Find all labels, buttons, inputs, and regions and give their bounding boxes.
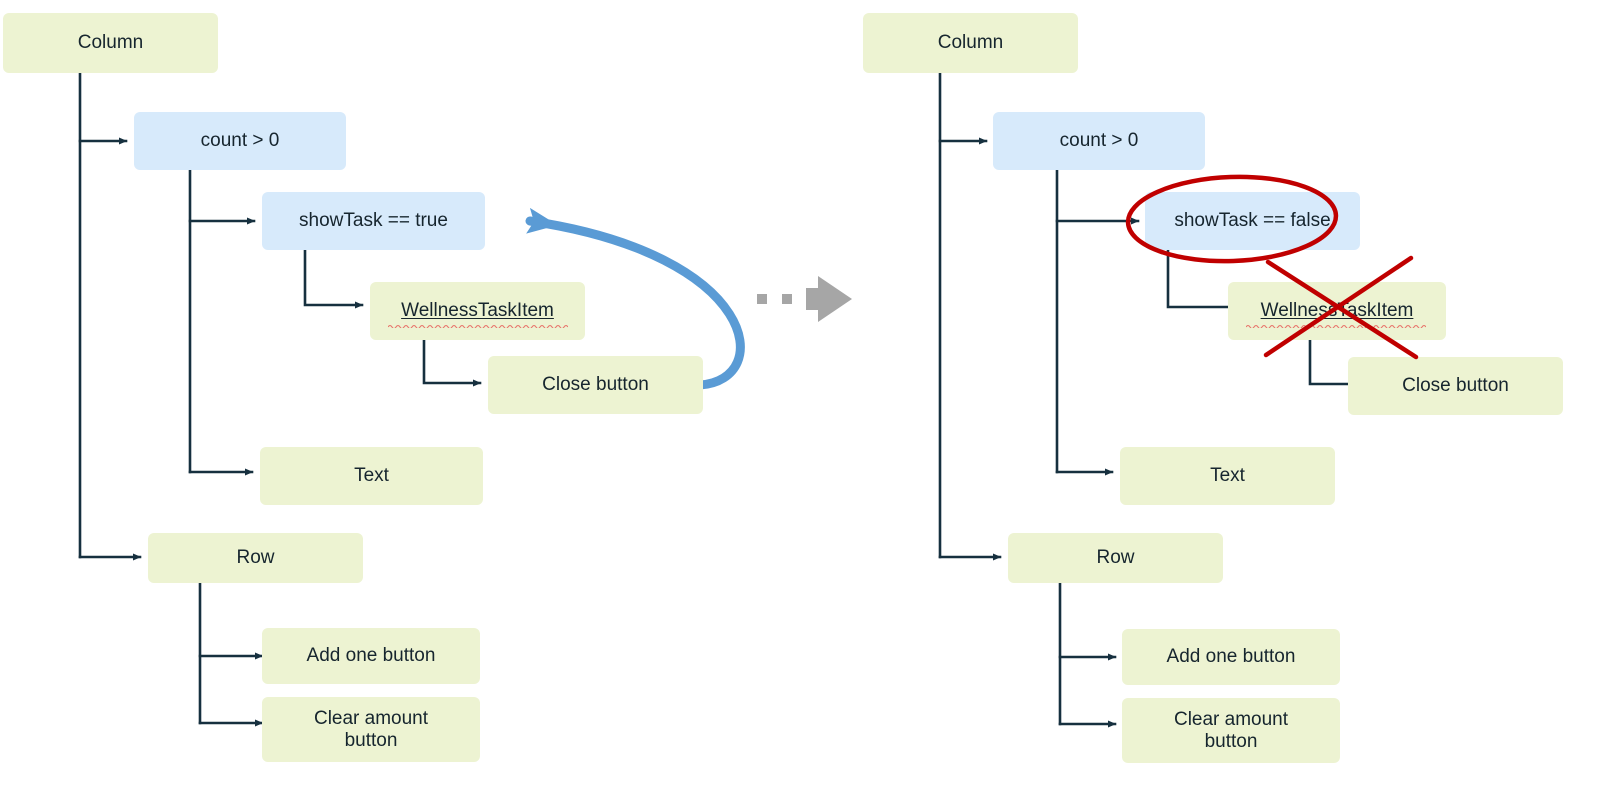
showtask-condition-node-label: showTask == false xyxy=(1174,210,1331,232)
row-node-label: Row xyxy=(236,547,275,569)
clear-amount-button-node-label: Clear amount button xyxy=(313,707,429,751)
column-node[interactable]: Column xyxy=(3,13,218,73)
close-button-node-label: Close button xyxy=(542,374,649,396)
clear-amount-button-node[interactable]: Clear amount button xyxy=(1122,698,1340,763)
count-condition-node-label: count > 0 xyxy=(1059,130,1139,152)
add-one-button-node-label: Add one button xyxy=(306,645,436,667)
transition-arrowhead xyxy=(806,276,852,322)
column-node[interactable]: Column xyxy=(863,13,1078,73)
wellness-task-item-node-label: WellnessTaskItem xyxy=(1260,300,1414,322)
showtask-condition-node-label: showTask == true xyxy=(299,210,448,232)
transition-dot xyxy=(757,294,767,304)
edge-showtask-to-wellness xyxy=(303,248,364,309)
column-node-label: Column xyxy=(937,32,1004,54)
transition-dot xyxy=(782,294,792,304)
showtask-condition-node[interactable]: showTask == true xyxy=(262,192,485,250)
clear-amount-button-node[interactable]: Clear amount button xyxy=(262,697,480,762)
text-node-label: Text xyxy=(354,465,389,487)
row-node-label: Row xyxy=(1096,547,1135,569)
add-one-button-node-label: Add one button xyxy=(1166,646,1296,668)
spellcheck-squiggle-icon xyxy=(1246,324,1426,328)
spellcheck-squiggle-icon xyxy=(388,324,568,328)
count-condition-node-label: count > 0 xyxy=(200,130,280,152)
row-node[interactable]: Row xyxy=(148,533,363,583)
text-node[interactable]: Text xyxy=(260,447,483,505)
wellness-task-item-node[interactable]: WellnessTaskItem xyxy=(1228,282,1446,340)
add-one-button-node[interactable]: Add one button xyxy=(1122,629,1340,685)
add-one-button-node[interactable]: Add one button xyxy=(262,628,480,684)
text-node[interactable]: Text xyxy=(1120,447,1335,505)
state-transition-arrow xyxy=(757,276,852,322)
column-node-label: Column xyxy=(77,32,144,54)
wellness-task-item-node-label: WellnessTaskItem xyxy=(401,300,554,322)
close-button-node[interactable]: Close button xyxy=(1348,357,1563,415)
edge-wellness-to-close xyxy=(422,338,482,387)
wellness-task-item-node[interactable]: WellnessTaskItem xyxy=(370,282,585,340)
count-condition-node[interactable]: count > 0 xyxy=(134,112,346,170)
count-condition-node[interactable]: count > 0 xyxy=(993,112,1205,170)
close-button-node[interactable]: Close button xyxy=(488,356,703,414)
text-node-label: Text xyxy=(1210,465,1245,487)
showtask-condition-node[interactable]: showTask == false xyxy=(1145,192,1360,250)
row-node[interactable]: Row xyxy=(1008,533,1223,583)
close-button-node-label: Close button xyxy=(1402,375,1509,397)
clear-amount-button-node-label: Clear amount button xyxy=(1173,708,1289,752)
